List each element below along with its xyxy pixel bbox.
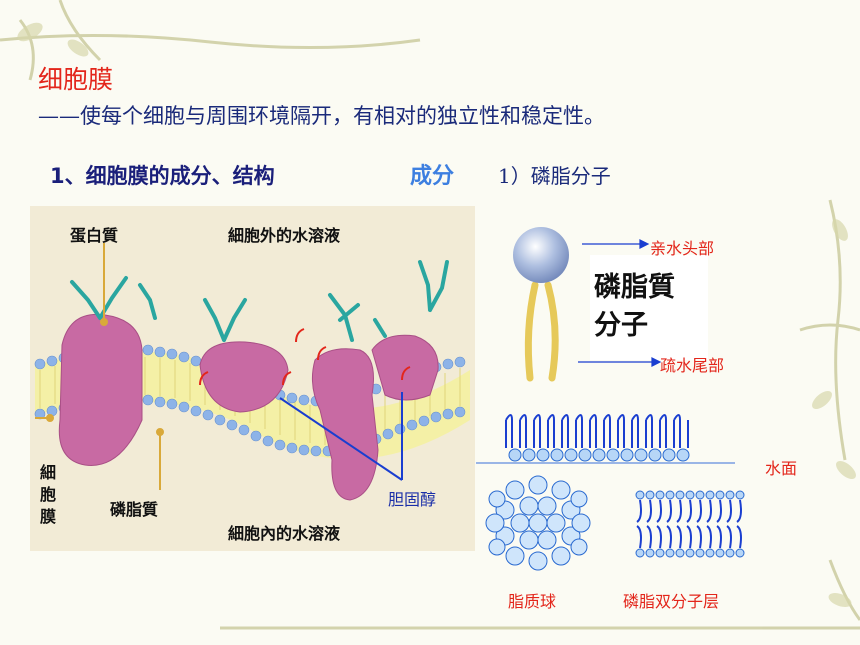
liposome-label: 脂质球 bbox=[508, 592, 557, 611]
surface-monolayer-tails bbox=[505, 420, 689, 448]
section-heading: 1、细胞膜的成分、结构 bbox=[50, 164, 275, 188]
hydrophobic-tail-label: 疏水尾部 bbox=[660, 356, 725, 375]
molecule-name-line1: 磷脂質 bbox=[594, 272, 675, 303]
phospholipid-heads-bottom bbox=[34, 393, 466, 457]
molecule-name-line2: 分子 bbox=[594, 310, 648, 341]
page-subtitle: ——使每个细胞与周围环境隔开，有相对的独立性和稳定性。 bbox=[38, 104, 605, 128]
water-surface-label: 水面 bbox=[765, 459, 798, 478]
bilayer-label: 磷脂双分子层 bbox=[623, 592, 720, 611]
component-label: 成分 bbox=[410, 164, 455, 189]
molecule-name-box: 磷脂質 分子 bbox=[590, 255, 708, 360]
membrane-vertical-label: 細 胞 膜 bbox=[40, 463, 57, 526]
protein-label: 蛋白質 bbox=[70, 226, 119, 245]
outside-solution-label: 細胞外的水溶液 bbox=[228, 226, 341, 245]
cholesterol-label: 胆固醇 bbox=[388, 490, 437, 509]
liposome bbox=[485, 475, 591, 571]
molecule-arrows bbox=[578, 239, 662, 367]
glycan-chains bbox=[70, 260, 449, 342]
phospholipid-molecule bbox=[513, 227, 569, 382]
bilayer-sheet-tails bbox=[636, 499, 742, 549]
label-pointers bbox=[35, 243, 164, 490]
cholesterol-markers bbox=[199, 328, 411, 386]
component-item: 1）磷脂分子 bbox=[498, 164, 611, 188]
cholesterol-callout bbox=[279, 392, 403, 481]
phospholipid-label: 磷脂質 bbox=[110, 500, 159, 519]
surface-monolayer bbox=[508, 448, 690, 462]
inside-solution-label: 細胞內的水溶液 bbox=[228, 524, 341, 543]
page-title: 细胞膜 bbox=[38, 65, 114, 94]
bilayer-sheet bbox=[635, 490, 745, 558]
membrane-proteins bbox=[58, 313, 439, 501]
hydrophilic-head-label: 亲水头部 bbox=[650, 239, 715, 258]
